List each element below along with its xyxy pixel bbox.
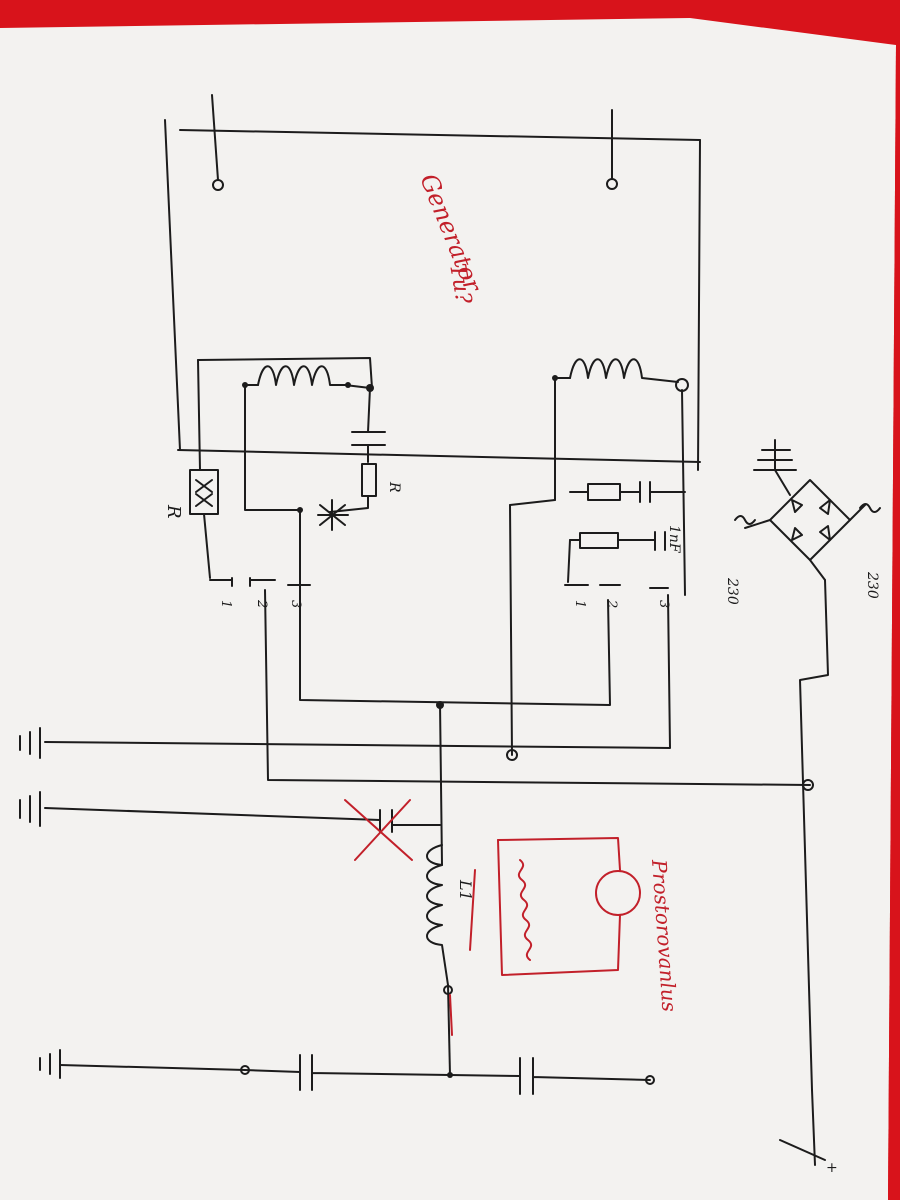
mains-tilde-bottom bbox=[734, 515, 756, 525]
terminal-plus-label: + bbox=[826, 1160, 838, 1176]
ground-symbol-mid-left bbox=[19, 791, 41, 827]
table-edge bbox=[888, 45, 900, 1200]
resistor-left bbox=[189, 469, 219, 579]
right-coil-circuit bbox=[509, 358, 689, 596]
resistor-left-label: R bbox=[163, 504, 184, 519]
pin-1-label: 1 bbox=[218, 600, 233, 608]
paper-sheet bbox=[0, 18, 896, 1200]
pin-r1-label: 1 bbox=[572, 600, 587, 608]
ground-symbol-bottom-left bbox=[39, 1049, 61, 1079]
generator-terminal-left bbox=[211, 94, 224, 191]
bottom-wire bbox=[59, 1054, 655, 1095]
bridge-rectifier bbox=[744, 479, 866, 581]
coil-label: L1 bbox=[456, 879, 475, 901]
right-connector bbox=[564, 584, 669, 589]
load-loop bbox=[497, 837, 641, 976]
pin-r2-label: 2 bbox=[604, 599, 619, 608]
ground-symbol-top-left bbox=[19, 727, 41, 759]
pin-2-label: 2 bbox=[254, 599, 269, 608]
mains-tilde-top bbox=[859, 503, 881, 513]
coil-underline bbox=[469, 869, 476, 951]
pin-r3-label: 3 bbox=[656, 600, 671, 608]
mains-top-label: 230 bbox=[864, 571, 880, 599]
capacitor-label: 1nF bbox=[666, 525, 682, 554]
coil-l1 bbox=[426, 844, 453, 1076]
ground-symbol-right bbox=[753, 439, 797, 496]
left-coil-circuit bbox=[197, 357, 386, 586]
bus-wires bbox=[44, 504, 829, 1091]
mains-bottom-label: 230 bbox=[724, 577, 740, 605]
generator-enclosure bbox=[164, 119, 701, 471]
resistor-mid-label: R bbox=[386, 481, 402, 493]
crossed-out-capacitor bbox=[344, 799, 441, 861]
pin-3-label: 3 bbox=[288, 600, 303, 608]
plus-terminal bbox=[779, 1089, 826, 1166]
generator-terminal-right bbox=[606, 109, 618, 190]
